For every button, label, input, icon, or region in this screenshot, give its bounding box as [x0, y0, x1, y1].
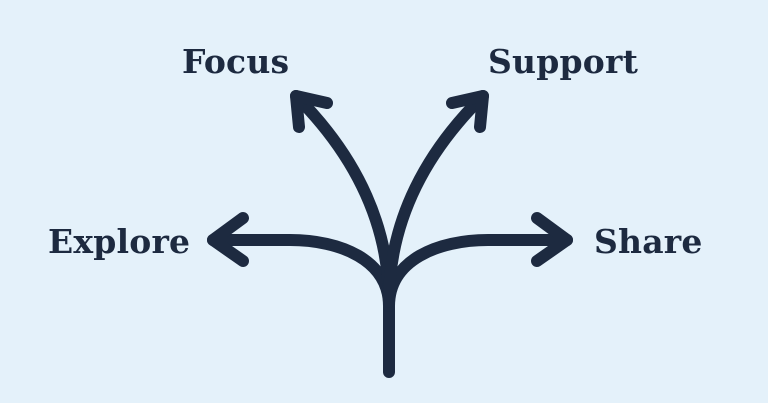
- arrow-support-shaft: [383, 90, 489, 308]
- arrow-share-head: [531, 212, 573, 267]
- label-share: Share: [594, 222, 703, 261]
- label-explore: Explore: [48, 222, 191, 261]
- arrow-focus-head: [290, 90, 333, 133]
- label-support: Support: [488, 42, 639, 81]
- arrow-explore-shaft: [207, 234, 395, 312]
- arrow-share-shaft: [383, 234, 573, 312]
- arrow-support-head: [446, 90, 489, 133]
- label-focus: Focus: [182, 42, 290, 81]
- arrow-explore-head: [207, 212, 249, 267]
